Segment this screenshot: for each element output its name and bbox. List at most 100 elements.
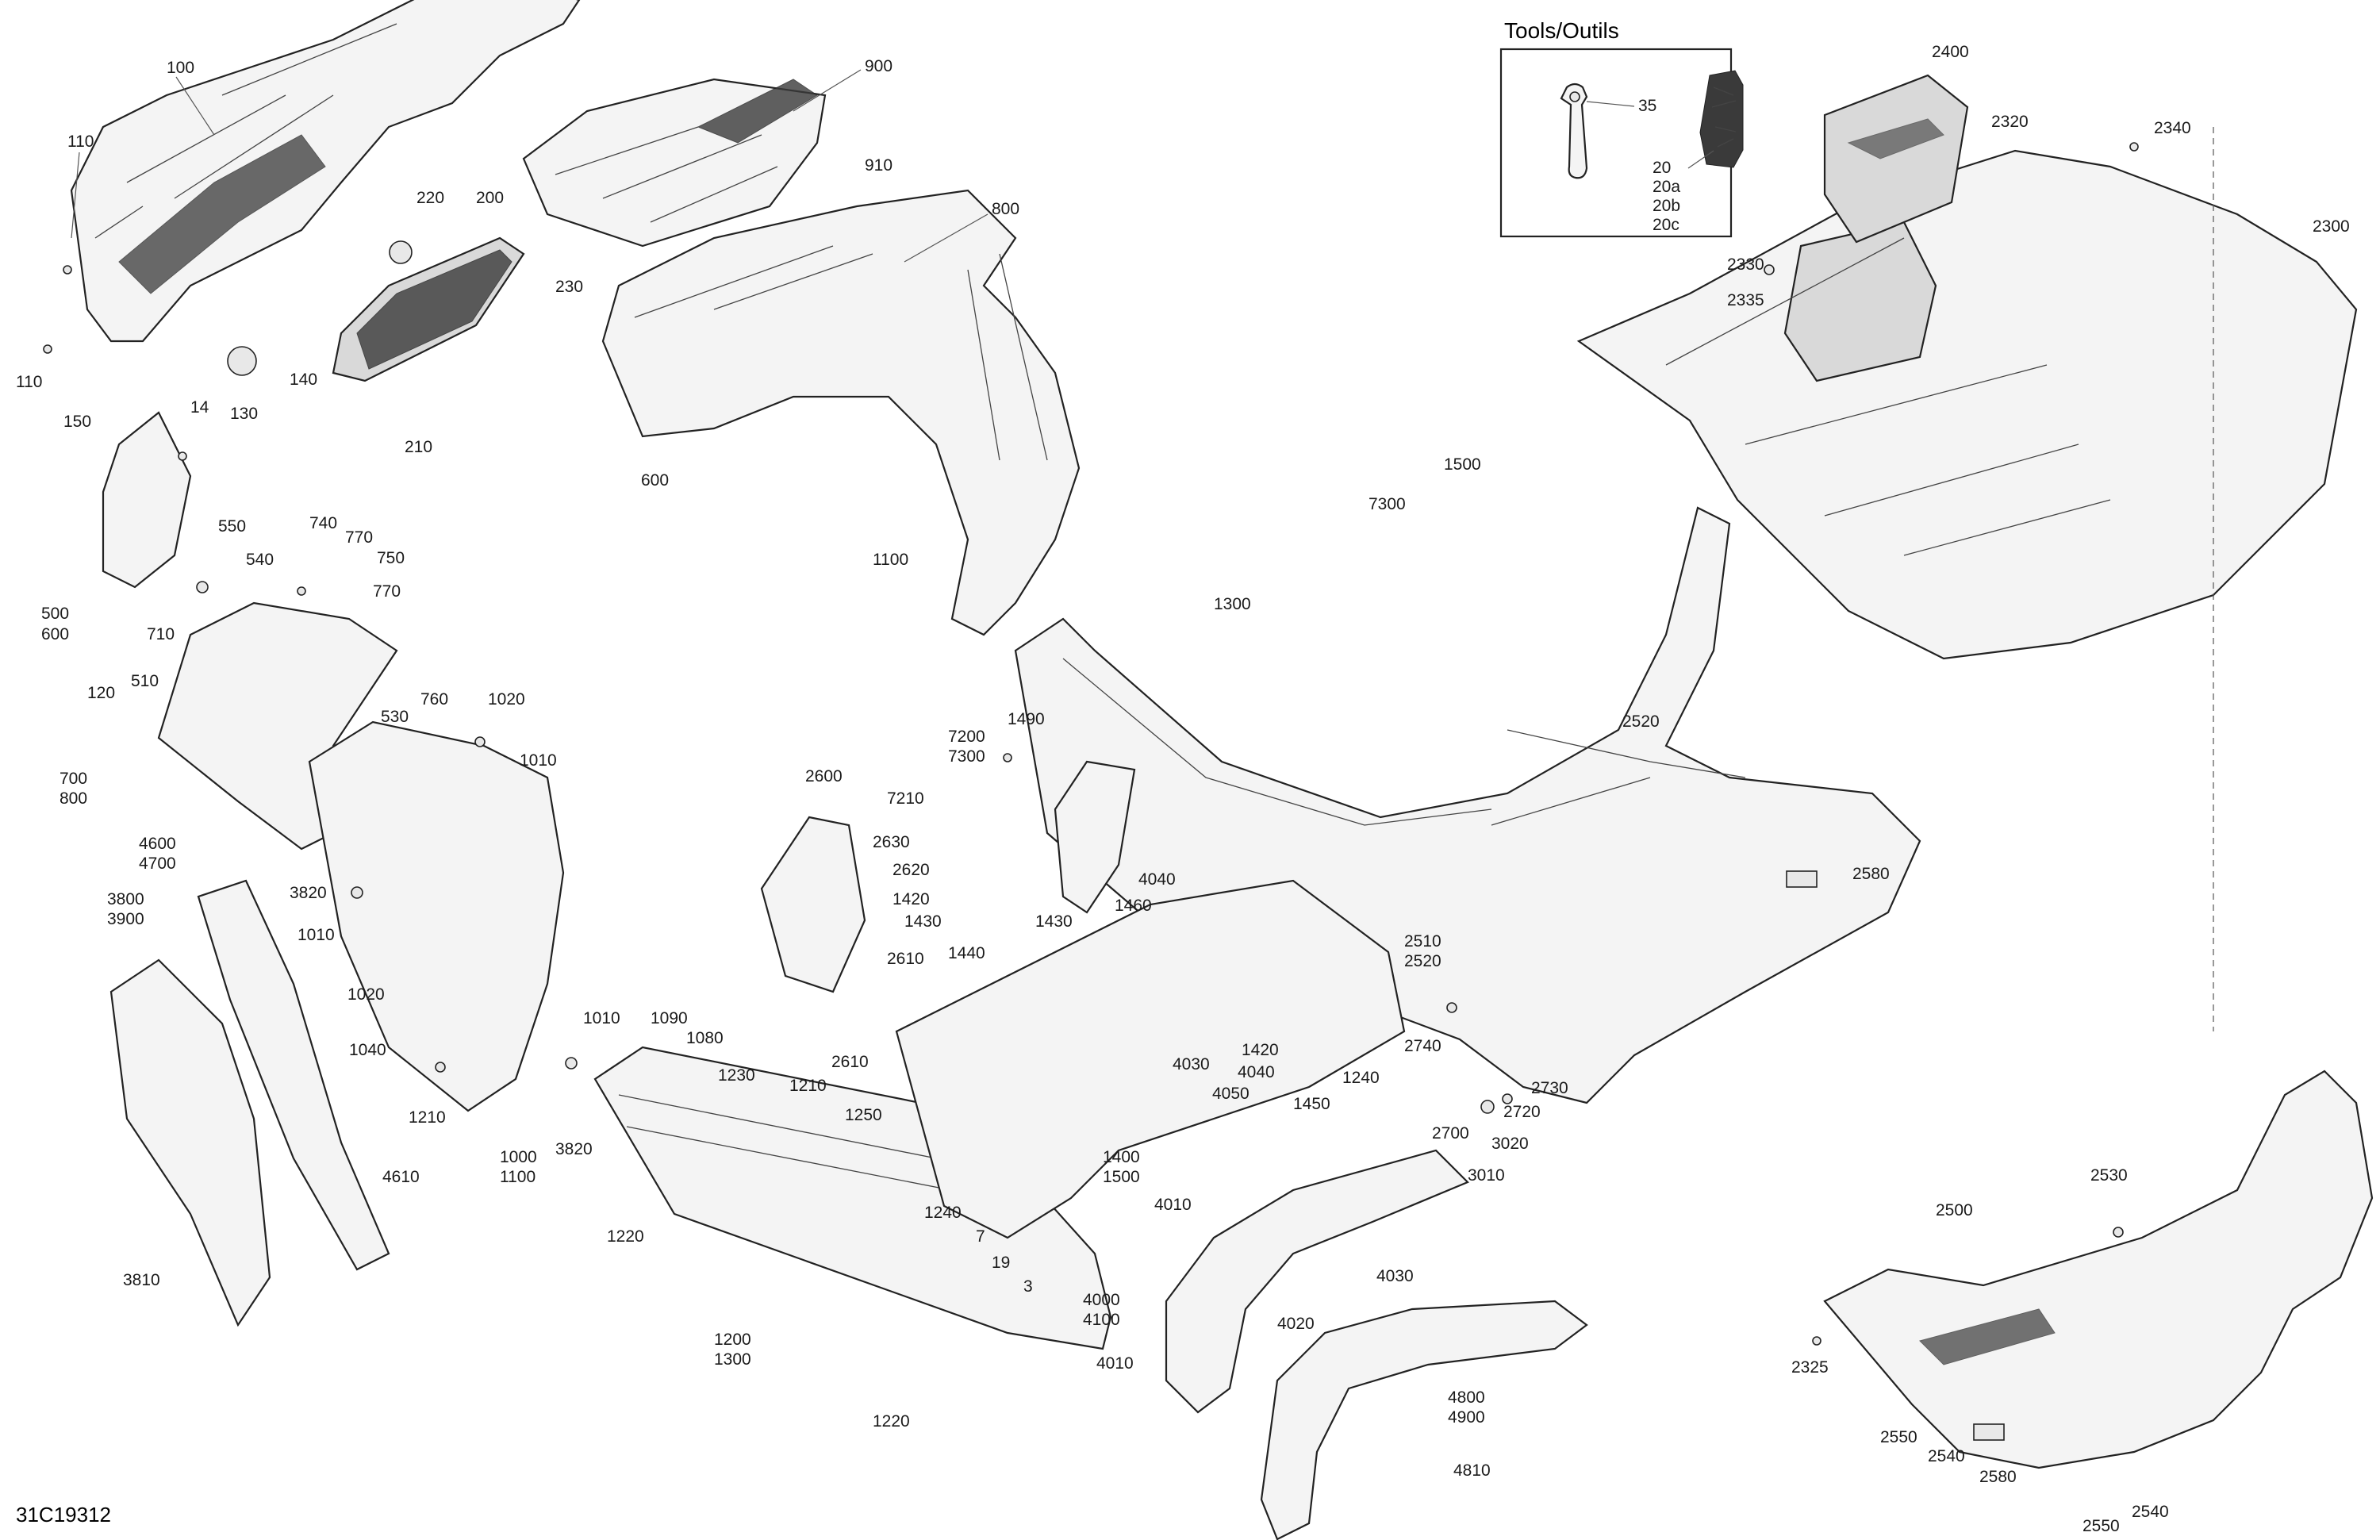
- callout-2325: 2325: [1791, 1358, 1829, 1377]
- callout-4700: 4700: [139, 854, 176, 873]
- callout-1100-b: 1100: [500, 1168, 536, 1186]
- callout-1220-a: 1220: [607, 1227, 644, 1246]
- callout-2500: 2500: [1936, 1201, 1973, 1219]
- side-panel-left-parts: [102, 411, 565, 1327]
- callout-1200: 1200: [714, 1331, 751, 1349]
- callout-4030-b: 4030: [1376, 1267, 1414, 1285]
- callout-1250: 1250: [845, 1106, 882, 1124]
- callout-1240-a: 1240: [924, 1204, 962, 1222]
- callout-2580-b: 2580: [1979, 1468, 2017, 1486]
- foam-kit-icon: [1699, 70, 1744, 168]
- callout-910: 910: [865, 156, 892, 175]
- callout-200: 200: [476, 189, 504, 207]
- callout-600: 600: [641, 471, 669, 490]
- callout-1210-b: 1210: [789, 1077, 827, 1095]
- callout-2620: 2620: [892, 861, 930, 879]
- callout-2700: 2700: [1432, 1124, 1469, 1143]
- callout-14: 14: [190, 398, 209, 417]
- callout-1040: 1040: [349, 1041, 386, 1059]
- callout-1460: 1460: [1115, 897, 1152, 915]
- callout-4800: 4800: [1448, 1388, 1485, 1407]
- callout-120: 120: [87, 684, 115, 702]
- callout-770-a: 770: [345, 528, 373, 547]
- spanner-wrench-icon: [1560, 83, 1588, 179]
- callout-1300-b: 1300: [714, 1350, 751, 1369]
- callout-2400: 2400: [1932, 43, 1969, 61]
- callout-1100: 1100: [873, 551, 908, 569]
- callout-210: 210: [405, 438, 432, 456]
- callout-2550-a: 2550: [1880, 1428, 1917, 1446]
- callout-4040-a: 4040: [1138, 870, 1176, 889]
- callout-2580-a: 2580: [1852, 865, 1890, 883]
- fastener-icons: [43, 142, 2139, 1441]
- callout-4050: 4050: [1212, 1085, 1250, 1103]
- callout-540: 540: [246, 551, 274, 569]
- diagram-code: 31C19312: [16, 1503, 111, 1527]
- callout-1430-b: 1430: [1035, 912, 1073, 931]
- callout-3800: 3800: [107, 890, 144, 908]
- callout-1400: 1400: [1103, 1148, 1140, 1166]
- callout-1220-b: 1220: [873, 1412, 910, 1431]
- callout-4900: 4900: [1448, 1408, 1485, 1427]
- callout-3010: 3010: [1468, 1166, 1505, 1185]
- callout-1020-a: 1020: [488, 690, 525, 709]
- callout-3820-a: 3820: [290, 884, 327, 902]
- callout-2540-a: 2540: [1928, 1447, 1965, 1465]
- callout-770-b: 770: [373, 582, 401, 601]
- callout-4000: 4000: [1083, 1291, 1120, 1309]
- callout-1090: 1090: [651, 1009, 688, 1027]
- callout-4010-a: 4010: [1154, 1196, 1192, 1214]
- cap-icon: [389, 240, 413, 264]
- callout-1420-a: 1420: [892, 890, 930, 908]
- callout-510: 510: [131, 672, 159, 690]
- rocker-panel-parts: [1165, 1149, 1588, 1540]
- callout-1080: 1080: [686, 1029, 724, 1047]
- callout-110-a: 110: [67, 132, 94, 151]
- callout-3820-b: 3820: [555, 1140, 593, 1158]
- callout-2330: 2330: [1727, 255, 1764, 274]
- callout-2730: 2730: [1531, 1079, 1568, 1097]
- callout-1430-a: 1430: [904, 912, 942, 931]
- callout-600-b: 600: [41, 625, 69, 643]
- callout-1440: 1440: [948, 944, 985, 962]
- callout-4030-a: 4030: [1173, 1055, 1210, 1073]
- callout-1450: 1450: [1293, 1095, 1330, 1113]
- cargo-box-part: [1576, 149, 2358, 660]
- tools-box: Tools/Outils 35 20 20a 20b 20c: [1499, 18, 1744, 238]
- callout-100: 100: [167, 59, 194, 77]
- callout-1210-a: 1210: [409, 1108, 446, 1127]
- callout-2610-b: 2610: [831, 1053, 869, 1071]
- callout-140: 140: [290, 371, 317, 389]
- plug-icon: [227, 346, 257, 376]
- tool-20c-label: 20c: [1653, 216, 1679, 234]
- callout-2320: 2320: [1991, 113, 2029, 131]
- callout-700: 700: [60, 770, 87, 788]
- callout-7210: 7210: [887, 789, 924, 808]
- callout-2520-b: 2520: [1622, 712, 1660, 731]
- tool-20-label: 20: [1653, 159, 1671, 177]
- callout-4020: 4020: [1277, 1315, 1315, 1333]
- callout-2530: 2530: [2090, 1166, 2128, 1185]
- callout-1240-b: 1240: [1342, 1069, 1380, 1087]
- callout-1000: 1000: [500, 1148, 537, 1166]
- callout-800-b: 800: [60, 789, 87, 808]
- tool-20b-label: 20b: [1653, 197, 1680, 215]
- callout-1010-c: 1010: [583, 1009, 620, 1027]
- callout-220: 220: [416, 189, 444, 207]
- callout-2740: 2740: [1404, 1037, 1441, 1055]
- callout-4100: 4100: [1083, 1311, 1120, 1329]
- front-fender-part: [601, 189, 1081, 636]
- callout-1020-b: 1020: [347, 985, 385, 1004]
- callout-2340: 2340: [2154, 119, 2191, 137]
- callout-1230: 1230: [718, 1066, 755, 1085]
- callout-4010-b: 4010: [1096, 1354, 1134, 1373]
- callout-4600: 4600: [139, 835, 176, 853]
- hood-part: [522, 78, 827, 248]
- callout-2335: 2335: [1727, 291, 1764, 309]
- tools-box-title: Tools/Outils: [1504, 18, 1619, 43]
- grille-part: [227, 236, 525, 382]
- callout-150: 150: [63, 413, 91, 431]
- callout-4610: 4610: [382, 1168, 420, 1186]
- callout-7: 7: [976, 1227, 985, 1246]
- callout-530: 530: [381, 708, 409, 726]
